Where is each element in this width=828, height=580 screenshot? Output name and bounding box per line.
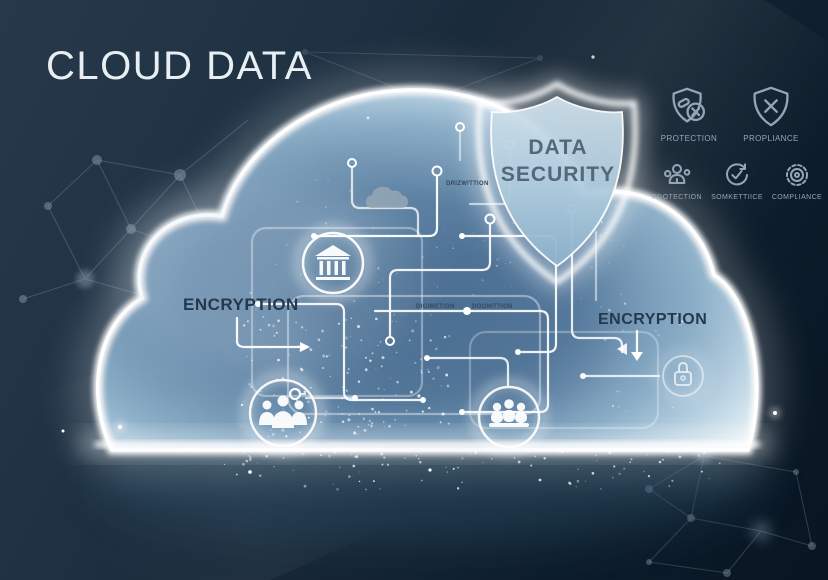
trace-label-top: DRIZWITTION xyxy=(446,181,489,187)
protection-badge-2: PROTECTION xyxy=(650,159,704,201)
icon-label: PROTECTION xyxy=(652,194,702,201)
propliance-badge: PROPLIANCE xyxy=(738,84,804,143)
icon-label: COMPLIANCE xyxy=(771,194,823,201)
shield-label-line2: SECURITY xyxy=(500,163,616,186)
encryption-label-left: ENCRYPTION xyxy=(183,295,299,314)
team-icon xyxy=(242,372,324,454)
shield-label: DATA SECURITY xyxy=(498,134,618,188)
icon-panel-row-2: PROTECTION SOMKETTIICE COMPLIANCE xyxy=(650,159,826,201)
somkettiice-badge: SOMKETTIICE xyxy=(710,159,764,201)
small-cloud-icon xyxy=(366,186,408,208)
gear-badge-icon xyxy=(786,164,808,186)
icon-panel-row-1: PROTECTION PROPLIANCE xyxy=(656,84,826,143)
security-shield xyxy=(471,75,643,291)
shield-pill-cross-icon xyxy=(672,87,706,123)
bank-icon xyxy=(295,225,371,301)
icon-label: SOMKETTIICE xyxy=(711,194,763,201)
sync-check-icon xyxy=(726,163,748,186)
horizon-glow xyxy=(80,436,770,452)
shield-label-line1: DATA xyxy=(528,136,588,159)
trace-label-mid-left: DIGIMETION xyxy=(416,304,455,310)
trace-label-mid-right: DOONITTION xyxy=(472,304,513,310)
icon-label: PROPLIANCE xyxy=(743,134,799,143)
encryption-label-right: ENCRYPTION xyxy=(598,311,708,328)
bright-stars xyxy=(61,55,781,482)
lock-icon xyxy=(656,349,710,403)
shield-x-icon xyxy=(753,86,789,127)
compliance-badge: COMPLIANCE xyxy=(770,159,824,201)
page-title: CLOUD DATA xyxy=(46,44,313,88)
protection-badge: PROTECTION xyxy=(656,84,722,143)
icon-label: PROTECTION xyxy=(660,134,718,143)
security-icon-panel: PROTECTION PROPLIANCE PROTECTION xyxy=(650,84,826,201)
user-gear-icon xyxy=(664,164,691,184)
